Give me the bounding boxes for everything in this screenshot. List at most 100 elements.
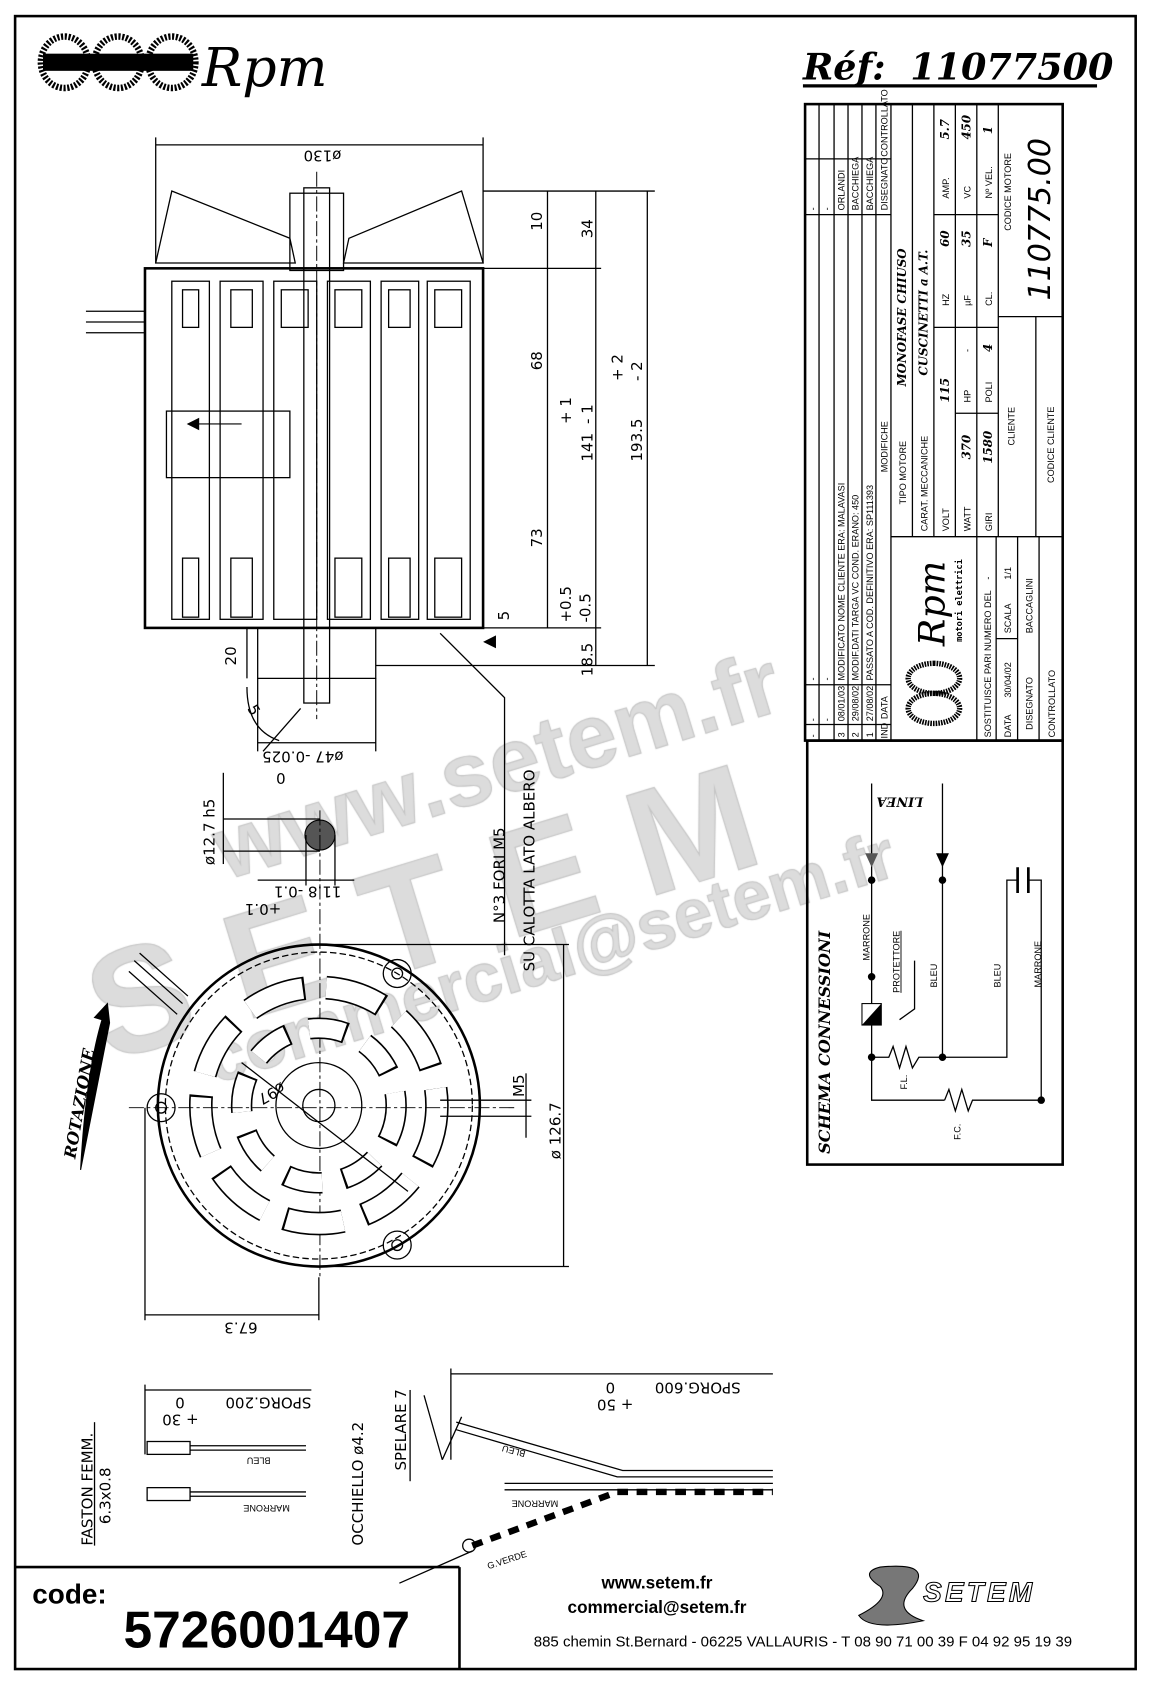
hp-value: - [962,349,972,352]
rpm-logo: Rpm [37,33,328,99]
uf-value: 35 [959,230,973,246]
wiring-right: OCCHIELLO ø4.2 SPELARE 7 SPORG.600 + 50 … [349,1368,773,1584]
replaces-value: - [983,577,993,580]
datum-triangle-icon [483,635,496,649]
email-link[interactable]: commercial@setem.fr [568,1597,747,1617]
strip-label: SPELARE 7 [392,1389,410,1470]
scale-label: SCALA [1003,602,1013,633]
right-length: SPORG.600 [655,1378,741,1396]
brand-name: Rpm [201,36,328,99]
volt-value: 115 [938,378,952,403]
revision-data: - [822,718,832,721]
right-bleu-label: BLEU [501,1443,527,1459]
revision-data: 29/08/02 [851,686,861,721]
dim-193-tol-plus: + 2 [609,354,627,381]
dim-47: ø47 -0.025 [262,747,343,765]
mech-label: CARAT. MECCANICHE [919,436,929,532]
dim-shaft-diameter: ø12.7 h5 [201,799,219,865]
dim-68: 68 [528,351,546,370]
dim-5: 5 [495,611,513,621]
giri-label: GIRI [984,513,994,532]
dim-angle: 5 [243,701,263,718]
dim-34: 34 [579,219,597,238]
faston-connector-icon [146,1487,191,1502]
revision-modifica: MODIF.DATI TARGA VC COND. ERANO: 450 [851,495,861,681]
dim-shaft-flat: 11.8 -0.1 [274,883,342,901]
note-location: SU CALOTTA LATO ALBERO [521,769,539,971]
line-label: LINEA [876,793,924,808]
revision-row: 2 29/08/02 MODIF.DATI TARGA VC COND. ERANO… [851,156,861,738]
dim-126-7: ø 126.7 [546,1102,564,1159]
wire-label-bleu: BLEU [992,964,1002,988]
motor-code: 110775.00 [1023,138,1058,301]
revision-data: 27/08/02 [865,686,875,721]
right-tol: + 50 [597,1396,633,1414]
dim-141-tol-plus: + 1 [557,397,575,424]
motor-type-value: MONOFASE CHIUSO [895,248,909,388]
rev-header-disegnato: DISEGNATO [880,158,890,211]
motor-code-label: CODICE MOTORE [1003,153,1013,231]
client-label: CLIENTE [1006,407,1016,445]
cl-value: F [981,237,995,248]
faston-size: 6.3x0.8 [97,1467,115,1524]
dim-141-tol-minus: - 1 [579,404,597,424]
drawn-value: BACCAGLINI [1025,578,1035,633]
dim-47-tol: 0 [276,769,286,787]
revision-disegnato: BACCHIEGA [851,156,861,211]
line-arrow-icon [936,853,949,868]
revision-modifica: - [822,677,832,680]
wire-label-bleu: BLEU [929,964,939,988]
date-label: DATA [1003,714,1013,738]
rev-header-modifiche: MODIFICHE [880,421,890,472]
revision-ind: - [808,734,818,737]
uf-label: µF [962,295,972,306]
dim-193: 193.5 [628,419,646,462]
setem-logo: SETEM [857,1565,1035,1626]
revision-modifica: PASSATO A COD. DEFINITIVO ERA: SP111393 [865,485,875,681]
hz-value: 60 [938,230,952,247]
vc-value: 450 [959,114,973,139]
vc-label: VC [962,185,972,198]
dim-193-tol-minus: - 2 [628,361,646,381]
logo-brand: Rpm [911,561,954,647]
revision-disegnato: ORLANDI [836,170,846,211]
logo-subtitle: motori elettrici [954,559,965,642]
revision-disegnato: - [808,207,818,210]
dim-97: ø97 [255,1078,289,1108]
rev-header-ind: IND [880,722,890,738]
website-link[interactable]: www.setem.fr [601,1573,713,1593]
revision-modifica: - [808,677,818,680]
revision-data: - [808,718,818,721]
faston-connector-icon [146,1440,191,1456]
client-code-label: CODICE CLIENTE [1046,407,1056,483]
giri-value: 1580 [981,430,995,464]
motor-front-view: N°3 FORI M5 SU CALOTTA LATO ALBERO ø97 M… [60,769,569,1336]
dim-tol-plus: +0.5 [557,586,575,622]
watt-value: 370 [959,434,973,459]
revision-ind: 3 [836,732,846,737]
dim-10: 10 [528,212,546,231]
eyelet-label: OCCHIELLO ø4.2 [349,1422,367,1546]
left-bleu-label: BLEU [247,1456,271,1466]
rev-header-data: DATA [880,695,890,719]
code-label: code: [32,1579,106,1610]
right-ground-label: G.VERDE [486,1549,528,1571]
revision-modifica: MODIFICATO NOME CLIENTE ERA: MALAVASI [836,483,846,681]
wire-label-marrone: MARRONE [861,914,871,961]
scale-value: 1/1 [1003,567,1013,580]
motor-type-label: TIPO MOTORE [898,441,908,505]
note-holes: N°3 FORI M5 [491,827,509,923]
reference-label: Réf: [802,45,886,88]
dim-20: 20 [222,646,240,665]
fc-label: F.C. [953,1124,963,1140]
setem-logo-text: SETEM [923,1576,1035,1607]
faston-label: FASTON FEMM. [78,1433,96,1546]
revision-ind: 2 [851,732,861,737]
left-tol-zero: 0 [175,1393,185,1411]
vel-value: 1 [981,126,995,134]
hp-label: HP [962,390,972,403]
rev-header-controllato: CONTROLLATO [880,89,890,156]
